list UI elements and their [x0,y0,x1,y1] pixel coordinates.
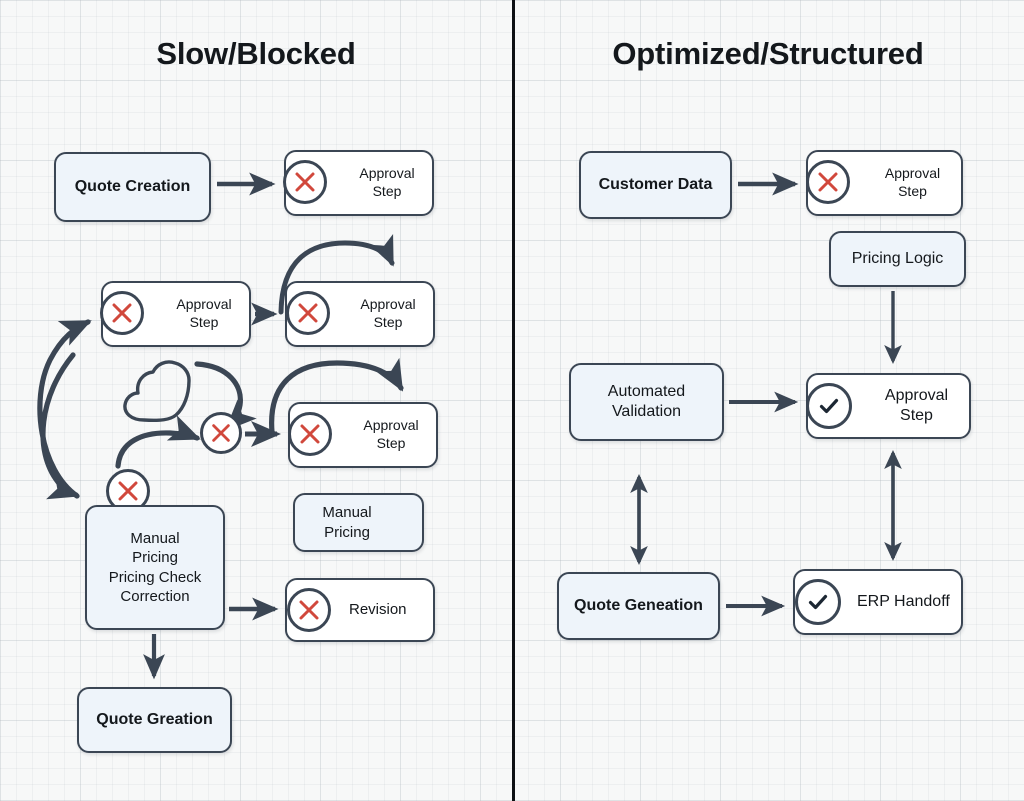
node-label: Customer Data [598,175,713,193]
node-manual-pricing-box[interactable]: Manual Pricing Pricing Check Correction [85,505,225,630]
node-quote-greation[interactable]: Quote Greation [77,687,232,753]
x-mark-icon [283,160,327,204]
panel-title-left: Slow/Blocked [156,36,356,71]
x-mark-icon [286,291,330,335]
panel-title-right: Optimized/Structured [612,36,924,71]
node-label: Approval Step [359,165,415,199]
node-label: Manual Pricing Pricing Check Correction [108,530,202,605]
edge-manual-error-to-cloud-error [115,415,201,469]
node-automated-validation[interactable]: Automated Validation [569,363,724,441]
node-label: Quote Geneation [574,596,703,614]
node-customer-data[interactable]: Customer Data [579,151,732,219]
node-label: Pricing Logic [851,249,944,267]
node-label: Approval Step [884,386,949,424]
node-label: Manual Pricing [322,504,372,541]
node-manual-pricing-tag[interactable]: Manual Pricing [293,493,424,552]
x-mark-icon [288,412,332,456]
node-quote-creation[interactable]: Quote Creation [54,152,211,222]
node-label: Quote Creation [74,177,191,195]
node-label: Approval Step [360,296,416,330]
check-mark-icon [795,579,841,625]
edge-manual-error-to-approval-2 [37,319,92,499]
node-label: Revision [349,601,407,619]
x-mark-icon [806,160,850,204]
x-mark-icon-cloud [200,412,242,454]
node-label: Automated Validation [607,382,686,420]
node-label: Quote Greation [96,710,213,728]
edge-incoming-to-manual-error [40,352,80,500]
node-quote-geneation[interactable]: Quote Geneation [557,572,720,640]
x-mark-icon [287,588,331,632]
node-label: Approval Step [176,296,232,330]
x-mark-icon [100,291,144,335]
node-label: Approval Step [884,165,941,199]
node-label: Approval Step [363,417,419,451]
node-pricing-logic[interactable]: Pricing Logic [829,231,966,287]
cloud-icon [123,360,191,423]
panel-divider [512,0,515,801]
node-label: ERP Handoff [857,592,950,610]
check-mark-icon [806,383,852,429]
node-approval-step-right[interactable]: Approval Step [806,150,963,216]
